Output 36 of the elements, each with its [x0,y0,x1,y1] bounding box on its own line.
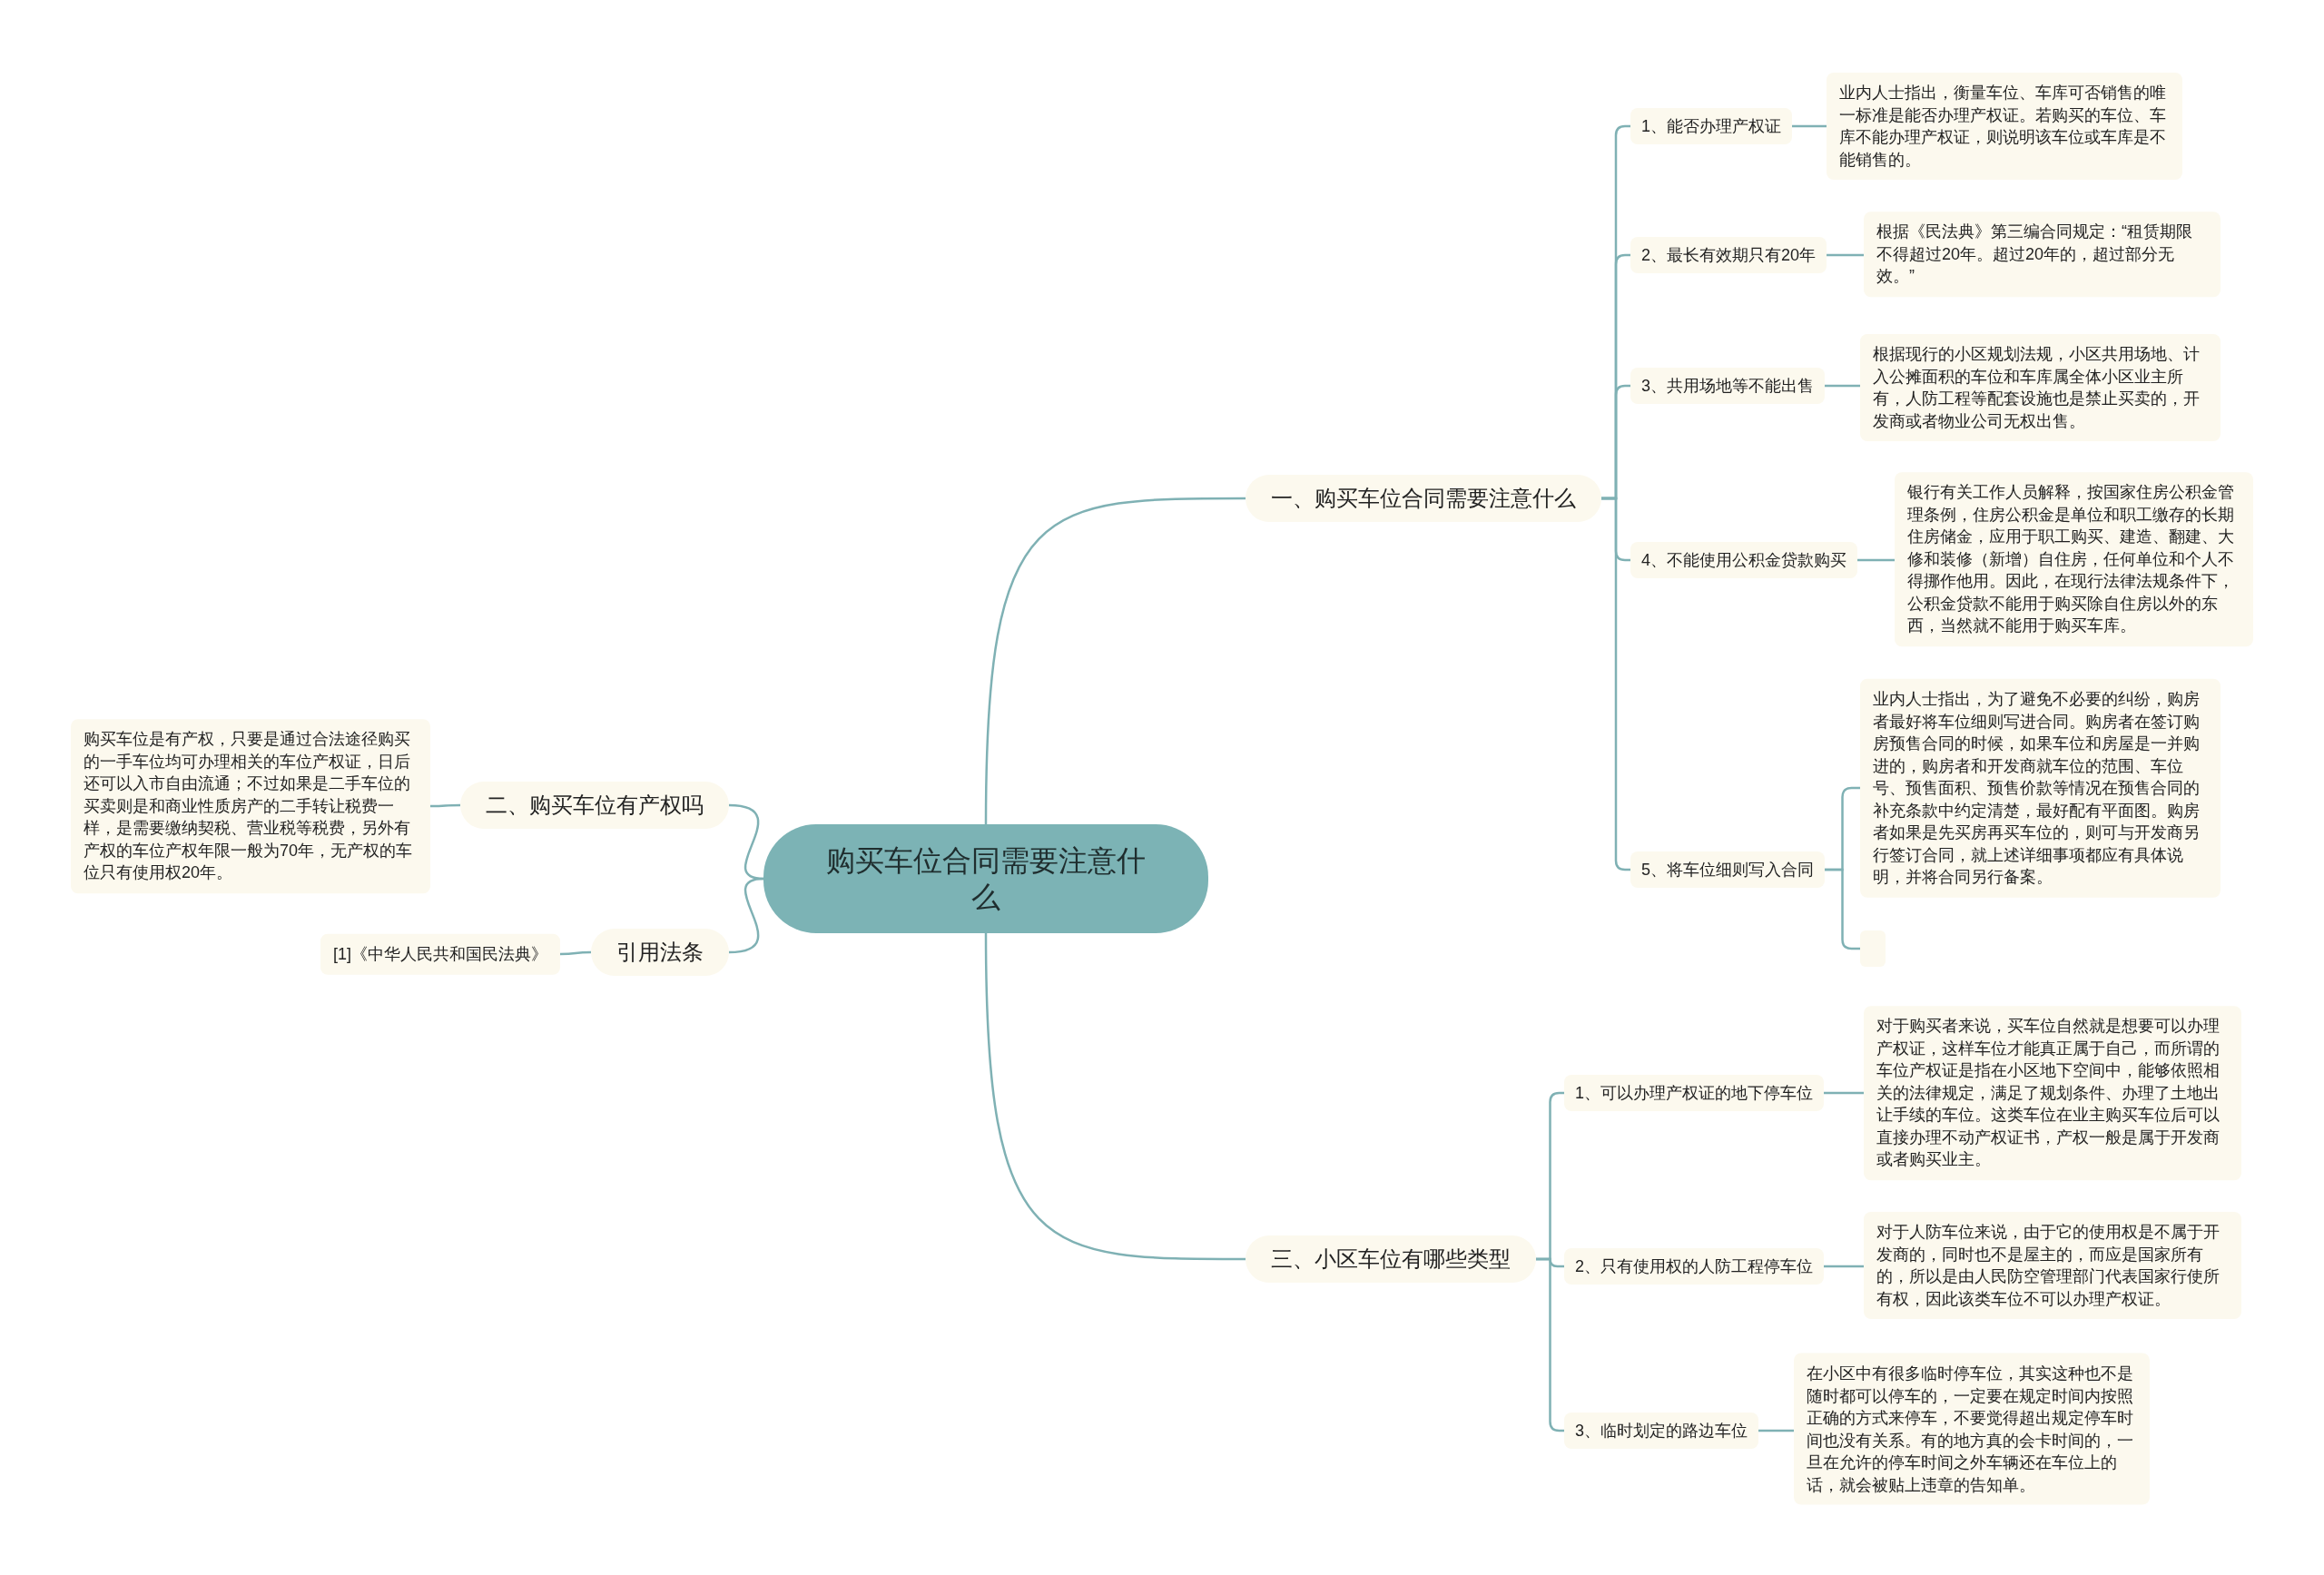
topic-node: 引用法条 [591,929,729,976]
subtopic-node: 4、不能使用公积金贷款购买 [1630,542,1857,578]
note-card: 业内人士指出，为了避免不必要的纠纷，购房者最好将车位细则写进合同。购房者在签订购房预售合同的时候，如果车位和房屋是一并购进的，购房者和开发商就车位的范围、车位号、预售面积、预售价款等情况在预售合同的补充条款中约定清楚，最好配有平面图。购房者如果是先买房再买车位的，则可与开发商另行签订合同，就上述详细事项都应有具体说明，并将合同另行备案。 [1860,678,2221,898]
note-card: 业内人士指出，衡量车位、车库可否销售的唯一标准是能否办理产权证。若购买的车位、车库不能办理产权证，则说明该车位或车库是不能销售的。 [1827,73,2182,180]
note-card: 根据现行的小区规划法规，小区共用场地、计入公摊面积的车位和车库属全体小区业主所有，人防工程等配套设施也是禁止买卖的，开发商或者物业公司无权出售。 [1860,334,2221,441]
connector-line [1824,1091,1864,1095]
topic-node: 二、购买车位有产权吗 [460,782,729,829]
note-card: 对于人防车位来说，由于它的使用权是不属于开发商的，同时也不是屋主的，而应是国家所有的，所以是由人民防空管理部门代表国家行使所有权，因此该类车位不可以办理产权证。 [1864,1212,2241,1319]
empty-box [1860,930,1886,967]
connector-line [1825,384,1860,388]
connector-line [1827,253,1864,257]
connector-line [560,950,591,956]
topic-node: 三、小区车位有哪些类型 [1246,1235,1536,1283]
connector-line [984,933,1246,1261]
connector-line [984,497,1246,824]
note-card: 购买车位是有产权，只要是通过合法途径购买的一手车位均可办理相关的车位产权证，日后还可以入市自由流通；不过如果是二手车位的买卖则是和商业性质房产的二手转让税费一样，是需要缴纳契税、营业税等税费，另外有产权的车位产权年限一般为70年，无产权的车位只有使用权20年。 [71,719,430,893]
subtopic-node: 1、可以办理产权证的地下停车位 [1564,1075,1824,1111]
connector-line [728,877,764,954]
connector-line [1857,558,1895,562]
note-card: 在小区中有很多临时停车位，其实这种也不是随时都可以停车的，一定要在规定时间内按照正确的方式来停车，不要觉得超出规定停车时间也没有关系。有的地方真的会卡时间的，一旦在允许的停车时间之外车辆还在车位上的话，就会被贴上违章的告知单。 [1794,1353,2150,1505]
subtopic-node: 1、能否办理产权证 [1630,108,1792,144]
note-card: [1]《中华人民共和国民法典》 [320,933,560,975]
subtopic-node: 5、将车位细则写入合同 [1630,851,1825,888]
connector-line [1758,1429,1794,1432]
connector-line [430,803,460,808]
subtopic-node: 3、临时划定的路边车位 [1564,1413,1758,1449]
subtopic-node: 2、只有使用权的人防工程停车位 [1564,1248,1824,1285]
note-card: 对于购买者来说，买车位自然就是想要可以办理产权证，这样车位才能真正属于自己，而所谓的车位产权证是指在小区地下空间中，能够依照相关的法律规定，满足了规划条件、办理了土地出让手续的车位。这类车位在业主购买车位后可以直接办理不动产权证书，产权一般是属于开发商或者购买业主。 [1864,1006,2241,1180]
topic-node: 一、购买车位合同需要注意什么 [1246,475,1601,522]
central-topic: 购买车位合同需要注意什么 [763,824,1208,933]
connector-line [1792,124,1827,128]
connector-line [1824,1265,1864,1268]
note-card: 银行有关工作人员解释，按国家住房公积金管理条例，住房公积金是单位和职工缴存的长期住房储金，应用于职工购买、建造、翻建、大修和装修（新增）自住房，任何单位和个人不得挪作他用。因此，在现行法律法规条件下，公积金贷款不能用于购买除自住房以外的东西，当然就不能用于购买车库。 [1895,472,2253,646]
subtopic-node: 2、最长有效期只有20年 [1630,237,1827,273]
subtopic-node: 3、共用场地等不能出售 [1630,368,1825,404]
note-card: 根据《民法典》第三编合同规定：“租赁期限不得超过20年。超过20年的，超过部分无效。” [1864,212,2221,297]
